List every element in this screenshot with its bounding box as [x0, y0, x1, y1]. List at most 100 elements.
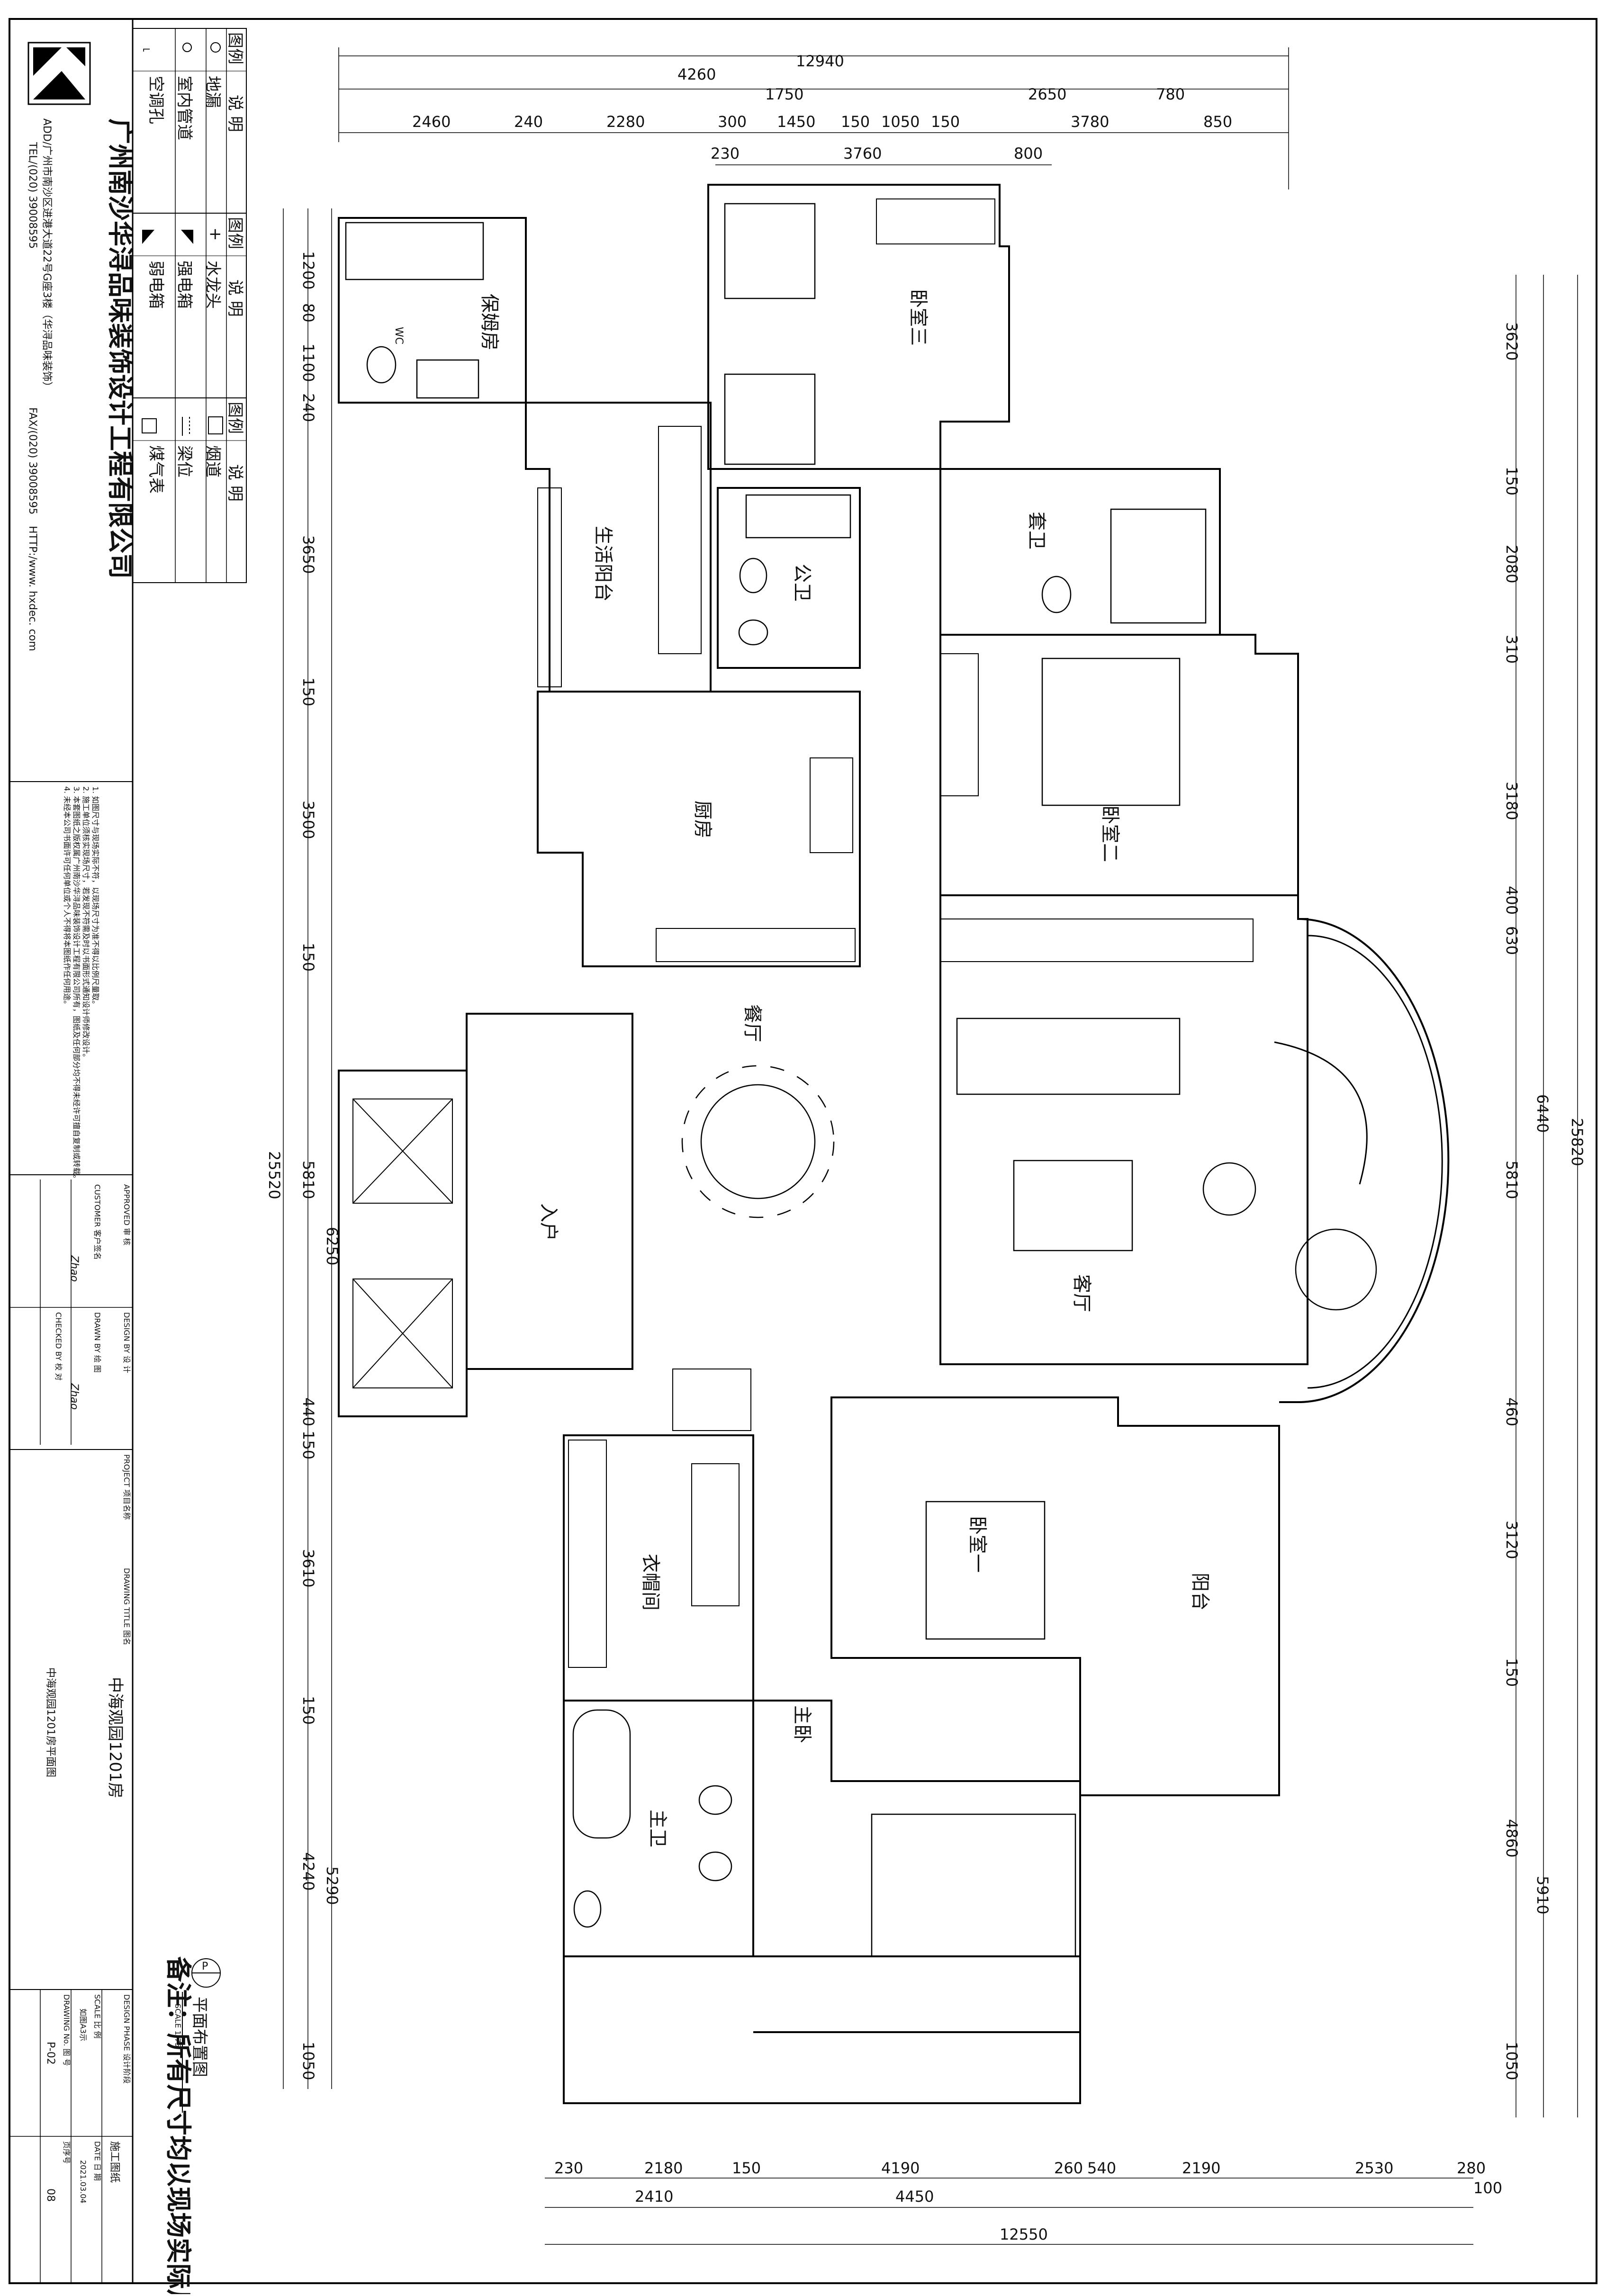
dimensions-right: [1516, 275, 1578, 2117]
svg-text:PROJECT 项目名称: PROJECT 项目名称: [122, 1454, 131, 1520]
bedroom3-outline: [707, 184, 1010, 470]
bedroom1-outline: [830, 1396, 1280, 1796]
svg-text:310: 310: [1503, 635, 1521, 664]
legend-row-gas: 煤气表: [142, 418, 165, 494]
svg-text:150: 150: [1503, 467, 1521, 495]
svg-text:2410: 2410: [635, 2188, 673, 2206]
svg-text:100: 100: [1473, 2179, 1502, 2197]
legend-desc-header-1: 说 明: [226, 95, 244, 132]
room-label-master-bath: 主卫: [647, 1810, 668, 1847]
svg-text:1050: 1050: [299, 2042, 317, 2080]
svg-text:260: 260: [1054, 2159, 1083, 2177]
legend-row-strong-box: 强电箱: [175, 230, 194, 309]
balcony-outline: [1080, 1425, 1280, 1796]
svg-text:4240: 4240: [299, 1852, 317, 1891]
dimensions-left-text: 25520 1200 80 1100 240 3650 150 3500 150…: [265, 251, 341, 2080]
svg-text:DESIGN PHASE 设计阶段: DESIGN PHASE 设计阶段: [122, 1994, 131, 2084]
svg-text:5290: 5290: [323, 1866, 341, 1905]
plan-note: 备注：所有尺寸均以现场实际尺寸为准: [163, 1956, 193, 2294]
master-outline: [753, 1700, 1081, 2033]
svg-text:1750: 1750: [765, 85, 803, 103]
signature-design: Zhao: [68, 1383, 80, 1410]
svg-text:400: 400: [1503, 886, 1521, 915]
svg-text:850: 850: [1203, 113, 1232, 131]
drawing-name: 中海观园1201房平面图: [45, 1667, 56, 1777]
room-label-kitchen: 厨房: [692, 801, 713, 838]
info-grid: DESIGN PHASE 设计阶段 施工图纸 SCALE 比 例 如图A3示 D…: [9, 1990, 133, 2283]
svg-text:3180: 3180: [1503, 782, 1521, 820]
entry-outline: [466, 1013, 633, 1370]
svg-text:3780: 3780: [1071, 113, 1109, 131]
svg-text:CUSTOMER 客户签名: CUSTOMER 客户签名: [93, 1184, 102, 1260]
svg-text:240: 240: [514, 113, 543, 131]
svg-text:2080: 2080: [1503, 545, 1521, 583]
company-tel: TEL/(020) 39008595: [27, 142, 38, 249]
room-label-wc: WC: [393, 327, 405, 344]
dimensions-left: [283, 208, 332, 2089]
coffee-table: [1013, 1160, 1133, 1252]
svg-text:2180: 2180: [644, 2159, 683, 2177]
svg-text:P: P: [202, 1961, 208, 1972]
company-name: 广州南沙华浔品味装饰设计工程有限公司: [105, 118, 135, 579]
company-web: HTTP:/www. hxdec. com: [27, 526, 38, 651]
legend-row-faucet: + 水龙头: [203, 225, 222, 309]
public-bathtub: [745, 494, 851, 539]
dimensions-bottom-text: 230 2180 150 4190 260 540 2190 2530 280 …: [554, 2159, 1502, 2243]
svg-text:300: 300: [718, 113, 747, 131]
svg-text:3760: 3760: [843, 144, 882, 162]
room-label-bed2: 卧室二: [1099, 805, 1121, 862]
svg-text:540: 540: [1087, 2159, 1116, 2177]
svg-text:150: 150: [299, 1696, 317, 1725]
dining-table: [681, 1065, 835, 1218]
svg-text:1100: 1100: [299, 343, 317, 382]
svg-text:460: 460: [1503, 1397, 1521, 1426]
room-label-dining: 餐厅: [741, 1004, 763, 1042]
drawing-number: P-02: [45, 2042, 56, 2065]
svg-text:3120: 3120: [1503, 1521, 1521, 1559]
sofa: [956, 1017, 1181, 1095]
svg-text:强电箱: 强电箱: [175, 261, 194, 309]
legend-row-floor-drain: 地漏: [203, 42, 222, 108]
kitchen-outline: [537, 691, 861, 967]
notes-block: 1. 如图尺寸与现场实际不符，以现场尺寸为准不得以比例尺量取。 2. 施工单位须…: [63, 786, 100, 1182]
dimensions-bottom: [545, 2178, 1473, 2245]
svg-text:1450: 1450: [777, 113, 815, 131]
legend-table: [132, 28, 247, 583]
svg-text:150: 150: [299, 677, 317, 706]
date-value: 2021.03.04: [79, 2160, 88, 2204]
bed3-bed-top: [724, 203, 816, 299]
svg-text:230: 230: [554, 2159, 583, 2177]
svg-text:煤气表: 煤气表: [146, 445, 165, 494]
svg-text:2650: 2650: [1028, 85, 1066, 103]
svg-text:5810: 5810: [299, 1161, 317, 1199]
room-label-entry: 入户: [538, 1203, 559, 1241]
page-number: 08: [45, 2188, 56, 2202]
bed1-bed: [925, 1501, 1046, 1640]
svg-text:APPROVED 审 核: APPROVED 审 核: [122, 1184, 131, 1245]
svg-text:280: 280: [1457, 2159, 1486, 2177]
indoor-pipe-icon: [182, 43, 192, 52]
svg-text:烟道: 烟道: [203, 445, 222, 477]
legend-header-3: 图例: [226, 402, 244, 434]
svg-text:4190: 4190: [881, 2159, 920, 2177]
master-bathtub: [572, 1709, 631, 1839]
dimensions-top-text: 12940 4260 1750 2650 780 2460 240 2280 3…: [412, 52, 1232, 162]
elevator-block-outline: [338, 1070, 468, 1417]
svg-text:5810: 5810: [1503, 1161, 1521, 1199]
living-balcony-outline: [525, 402, 712, 693]
svg-text:2. 施工单位须核实现场尺寸，若发现不符需及时以书面形式通知: 2. 施工单位须核实现场尺寸，若发现不符需及时以书面形式通知设计师修改设计。: [81, 786, 90, 1061]
walls: [338, 184, 1450, 2104]
ensuite-outline: [939, 468, 1221, 636]
public-wc-outline: [717, 487, 861, 669]
furniture-beds: [345, 203, 1181, 1957]
svg-text:440: 440: [299, 1397, 317, 1426]
company-fax: FAX/(020) 39008595: [27, 407, 38, 514]
legend-row-beam: 梁位: [175, 417, 194, 477]
svg-text:室内管道: 室内管道: [175, 76, 194, 140]
svg-text:6440: 6440: [1534, 1094, 1552, 1133]
svg-text:DESIGN BY 设 计: DESIGN BY 设 计: [122, 1312, 131, 1373]
dim-right-overall: 25820: [1568, 1118, 1586, 1166]
legend-row-indoor-pipe: 室内管道: [175, 43, 194, 140]
floor-drain-icon: [210, 42, 221, 53]
